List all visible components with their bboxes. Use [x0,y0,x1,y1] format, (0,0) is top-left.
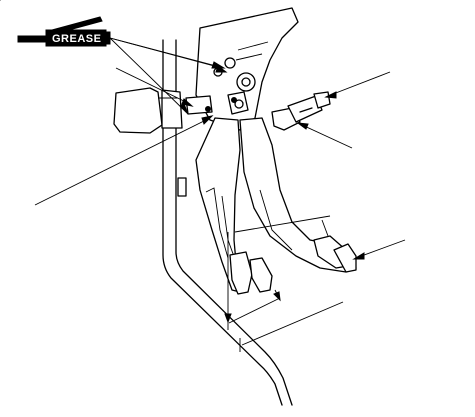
stop-lamp-switch [0,0,331,131]
callout-leaders [34,37,406,260]
pedal-bracket-mount [113,87,183,134]
grease-label: GREASE [52,33,101,45]
grease-gun: GREASE [17,16,111,47]
pedal-support-bracket [195,7,299,131]
brake-pedal-arm [239,117,357,273]
clutch-pedal-arm [195,117,273,295]
firewall-panel [162,39,293,406]
grease-fittings [185,91,249,115]
dimension-lines [224,215,344,352]
